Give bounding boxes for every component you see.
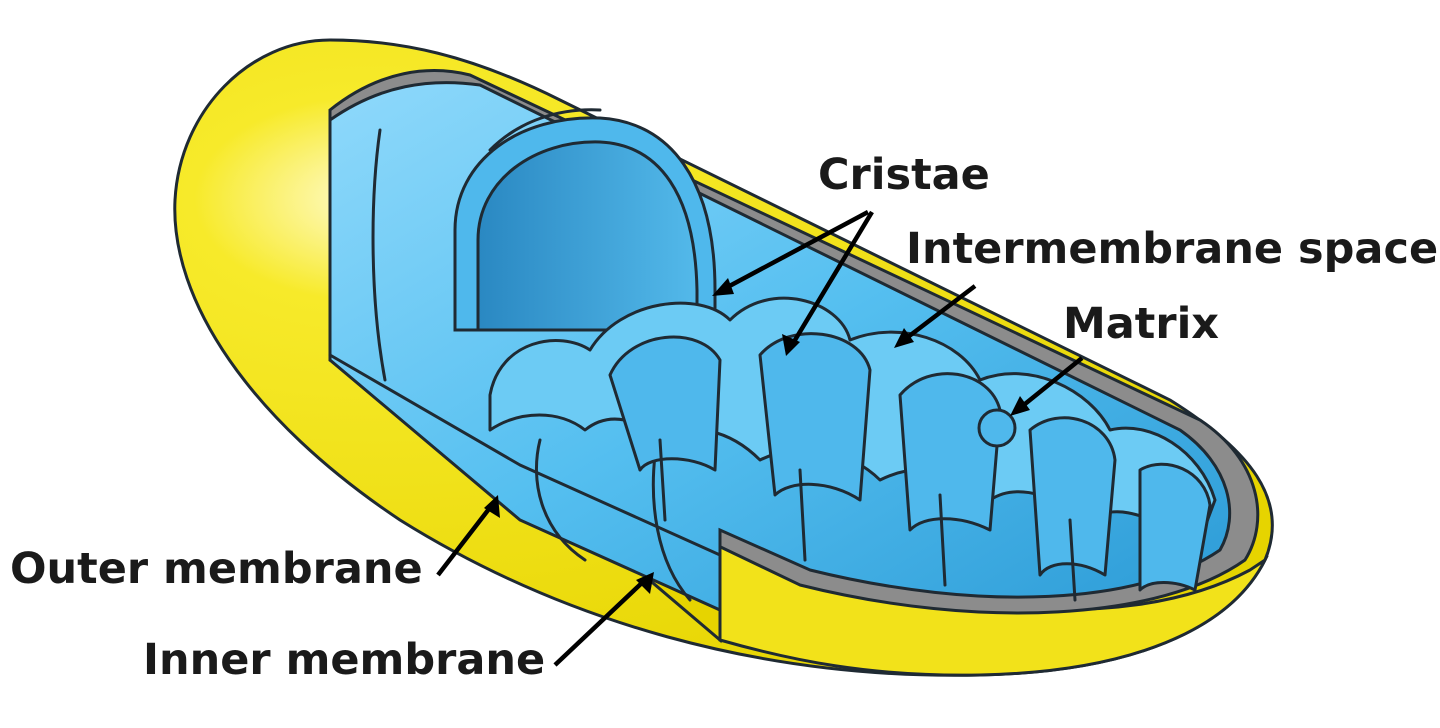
label-matrix: Matrix xyxy=(1063,299,1219,349)
label-cristae: Cristae xyxy=(818,150,990,200)
label-outer-membrane: Outer membrane xyxy=(10,544,423,594)
matrix-marker xyxy=(979,410,1015,446)
label-inner-membrane: Inner membrane xyxy=(143,635,545,685)
label-intermembrane-space: Intermembrane space xyxy=(906,224,1438,274)
